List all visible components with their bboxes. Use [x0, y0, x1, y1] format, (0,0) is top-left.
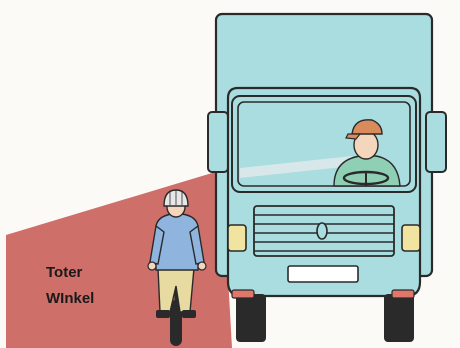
headlight-left [227, 224, 247, 252]
driver-icon [333, 119, 401, 187]
blind-spot-label: Toter WInkel [46, 264, 94, 308]
truck-icon [207, 12, 447, 342]
sight-cone [240, 156, 352, 178]
blind-spot-label-line1: Toter [46, 264, 83, 281]
license-plate [287, 265, 359, 283]
headlight-right [401, 224, 421, 252]
cyclist-icon [147, 189, 207, 346]
blind-spot-label-line2: WInkel [46, 290, 95, 307]
